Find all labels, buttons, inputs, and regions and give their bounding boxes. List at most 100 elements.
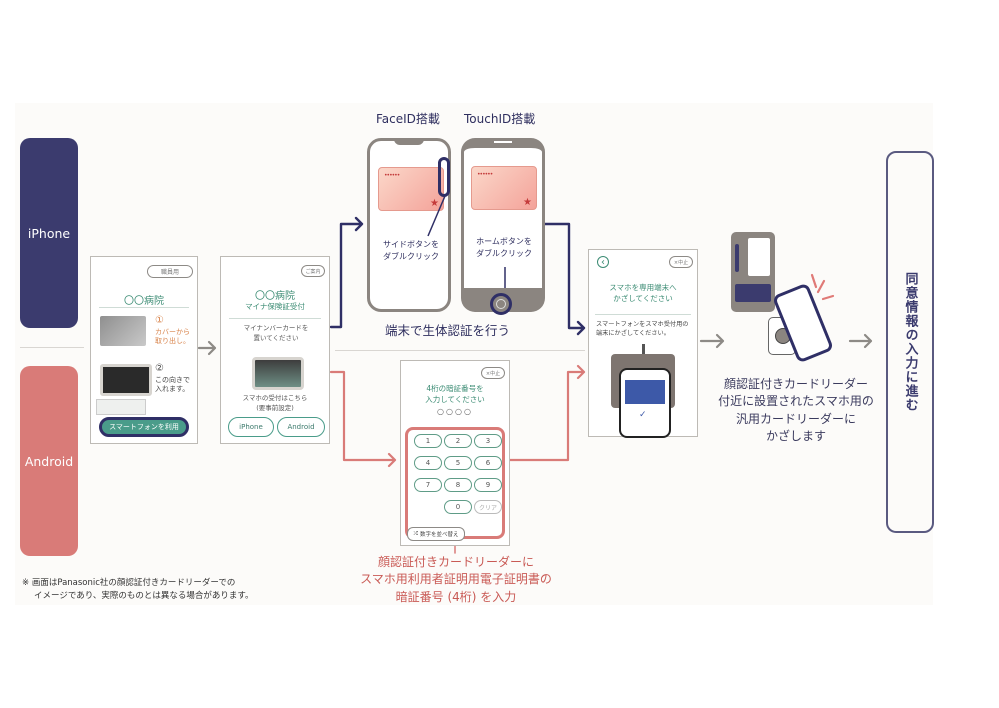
key-2[interactable]: 2 bbox=[444, 434, 472, 448]
pin-caption-line2: スマホ用利用者証明用電子証明書の bbox=[360, 572, 552, 587]
cancel-button[interactable]: ×中止 bbox=[481, 367, 505, 379]
kiosk-screen-welcome: 職員用 〇〇病院 ① カバーから取り出し。 ② この向きで入れます。 スマートフ… bbox=[90, 256, 198, 444]
step2-number: ② bbox=[155, 363, 164, 374]
tap-body: スマートフォンをスマホ受付用の 端末にかざしてください。 bbox=[596, 320, 688, 339]
step1-text: カバーから取り出し。 bbox=[155, 327, 190, 345]
key-8[interactable]: 8 bbox=[444, 478, 472, 492]
key-7[interactable]: 7 bbox=[414, 478, 442, 492]
arrow-reader-to-final bbox=[848, 333, 873, 349]
touchid-hint-line1: ホームボタンを bbox=[476, 237, 532, 246]
star-icon: ★ bbox=[430, 198, 439, 209]
tap-body-line1: スマートフォンをスマホ受付用の bbox=[596, 321, 689, 328]
shuffle-icon: ⤮ bbox=[413, 530, 418, 537]
check-icon: ✓ bbox=[639, 410, 647, 420]
step2: ② この向きで入れます。 bbox=[155, 361, 193, 395]
pin-caption-line3: 暗証番号 (4桁) を入力 bbox=[395, 589, 517, 604]
kiosk-screen-tap-phone: ‹ ×中止 スマホを専用端末へ かざしてください スマートフォンをスマホ受付用の… bbox=[588, 249, 698, 438]
pin-title: 4桁の暗証番号を 入力してください bbox=[401, 383, 509, 406]
key-4[interactable]: 4 bbox=[414, 456, 442, 470]
footnote-line1: ※ 画面はPanasonic社の顔認証付きカードリーダーでの bbox=[22, 578, 236, 588]
key-6[interactable]: 6 bbox=[474, 456, 502, 470]
info-badge: ご案内 bbox=[301, 265, 325, 277]
tap-title-line1: スマホを専用端末へ bbox=[609, 283, 677, 292]
side-button-highlight[interactable] bbox=[438, 157, 450, 197]
lane-iphone: iPhone bbox=[20, 138, 78, 328]
use-smartphone-button[interactable]: スマートフォンを利用 bbox=[99, 417, 189, 437]
lane-divider-center bbox=[335, 350, 585, 351]
shuffle-button[interactable]: ⤮ 数字を並べ替え bbox=[407, 527, 465, 541]
card-dots: •••••• bbox=[384, 172, 400, 179]
phone-notch bbox=[394, 138, 424, 145]
step1-number: ① bbox=[155, 315, 164, 326]
shuffle-label: 数字を並べ替え bbox=[419, 532, 459, 538]
key-1[interactable]: 1 bbox=[414, 434, 442, 448]
biometric-caption: 端末で生体認証を行う bbox=[385, 323, 511, 338]
touchid-hint-line2: ダブルクリック bbox=[476, 249, 532, 258]
arrow-to-biometric bbox=[329, 216, 364, 329]
clear-key[interactable]: クリア bbox=[474, 500, 502, 514]
pin-title-line2: 入力してください bbox=[425, 395, 485, 405]
key-0[interactable]: 0 bbox=[444, 500, 472, 514]
faceid-hint-line2: ダブルクリック bbox=[383, 252, 439, 261]
keypad-highlight: 1 2 3 4 5 6 7 8 9 0 クリア bbox=[405, 427, 505, 539]
faceid-label: FaceID搭載 bbox=[376, 112, 440, 126]
hospital-name: 〇〇病院 bbox=[255, 291, 295, 302]
touchid-phone: •••••• ★ ホームボタンを ダブルクリック bbox=[461, 138, 545, 315]
phone-card-display bbox=[625, 380, 665, 404]
tap-title: スマホを専用端末へ かざしてください bbox=[589, 282, 697, 305]
faceid-phone: •••••• ★ サイドボタンを ダブルクリック bbox=[367, 138, 451, 312]
title-divider bbox=[229, 318, 321, 319]
place-card-instruction: マイナンバーカードを置いてください bbox=[243, 324, 309, 342]
smartphone-note-line2: (要事前設定) bbox=[256, 403, 294, 412]
lane-divider-left bbox=[20, 347, 84, 348]
arrow-to-pin bbox=[329, 370, 397, 468]
reader-caption-line4: かざします bbox=[765, 429, 826, 444]
card-reader-terminal-image bbox=[731, 232, 775, 312]
key-9[interactable]: 9 bbox=[474, 478, 502, 492]
home-button-highlight[interactable] bbox=[490, 293, 512, 315]
arrow-screen1-to-screen2 bbox=[197, 340, 217, 356]
card-slot-image bbox=[100, 364, 152, 396]
cancel-button[interactable]: ×中止 bbox=[669, 256, 693, 268]
reader-cable bbox=[642, 344, 645, 356]
proceed-consent-label: 同意情報の入力に進む bbox=[902, 272, 918, 412]
key-5[interactable]: 5 bbox=[444, 456, 472, 470]
iphone-button[interactable]: iPhone bbox=[228, 417, 274, 437]
arrow-tap-to-reader bbox=[699, 333, 725, 349]
title-divider bbox=[99, 307, 189, 308]
reader-caption-line1: 顔認証付きカードリーダー bbox=[723, 377, 868, 391]
terminal-pad bbox=[735, 284, 771, 302]
reader-caption-line2: 付近に設置されたスマホ用の bbox=[718, 394, 874, 409]
star-icon: ★ bbox=[523, 197, 532, 208]
smartphone-note: スマホの受付はこちら (要事前設定) bbox=[221, 394, 329, 414]
back-button[interactable]: ‹ bbox=[597, 256, 609, 268]
pin-caption-line1: 顔認証付きカードリーダーに bbox=[377, 555, 534, 569]
card-reader-image bbox=[252, 357, 304, 390]
step2-text: この向きで入れます。 bbox=[155, 376, 190, 394]
proceed-consent-box: 同意情報の入力に進む bbox=[886, 151, 934, 533]
card-dots: •••••• bbox=[477, 171, 493, 178]
lane-iphone-label: iPhone bbox=[27, 225, 71, 241]
pin-caption: 顔認証付きカードリーダーに スマホ用利用者証明用電子証明書の 暗証番号 (4桁)… bbox=[343, 554, 569, 606]
phone-speaker bbox=[494, 141, 512, 143]
kiosk-screen-pin: ×中止 4桁の暗証番号を 入力してください ○○○○ 1 2 3 4 5 6 7… bbox=[400, 360, 510, 546]
touchid-label: TouchID搭載 bbox=[464, 112, 536, 126]
arrow-biometric-to-tap bbox=[543, 222, 586, 336]
android-button[interactable]: Android bbox=[277, 417, 325, 437]
key-3[interactable]: 3 bbox=[474, 434, 502, 448]
touchid-hint: ホームボタンを ダブルクリック bbox=[468, 236, 540, 260]
title-divider bbox=[595, 314, 691, 315]
tap-title-line2: かざしてください bbox=[613, 294, 673, 304]
card-image bbox=[100, 316, 146, 346]
pin-dots: ○○○○ bbox=[437, 407, 473, 416]
kiosk-screen-place-card: ご案内 〇〇病院 マイナ保険証受付 マイナンバーカードを置いてください スマホの… bbox=[220, 256, 330, 444]
smartphone-note-line1: スマホの受付はこちら bbox=[242, 394, 308, 402]
footnote: ※ 画面はPanasonic社の顔認証付きカードリーダーでの イメージであり、実… bbox=[22, 577, 254, 603]
footnote-line2: イメージであり、実際のものとは異なる場合があります。 bbox=[34, 591, 254, 602]
pin-title-line1: 4桁の暗証番号を bbox=[426, 384, 484, 393]
reception-subtitle: マイナ保険証受付 bbox=[245, 302, 305, 311]
terminal-side-light bbox=[735, 244, 739, 272]
